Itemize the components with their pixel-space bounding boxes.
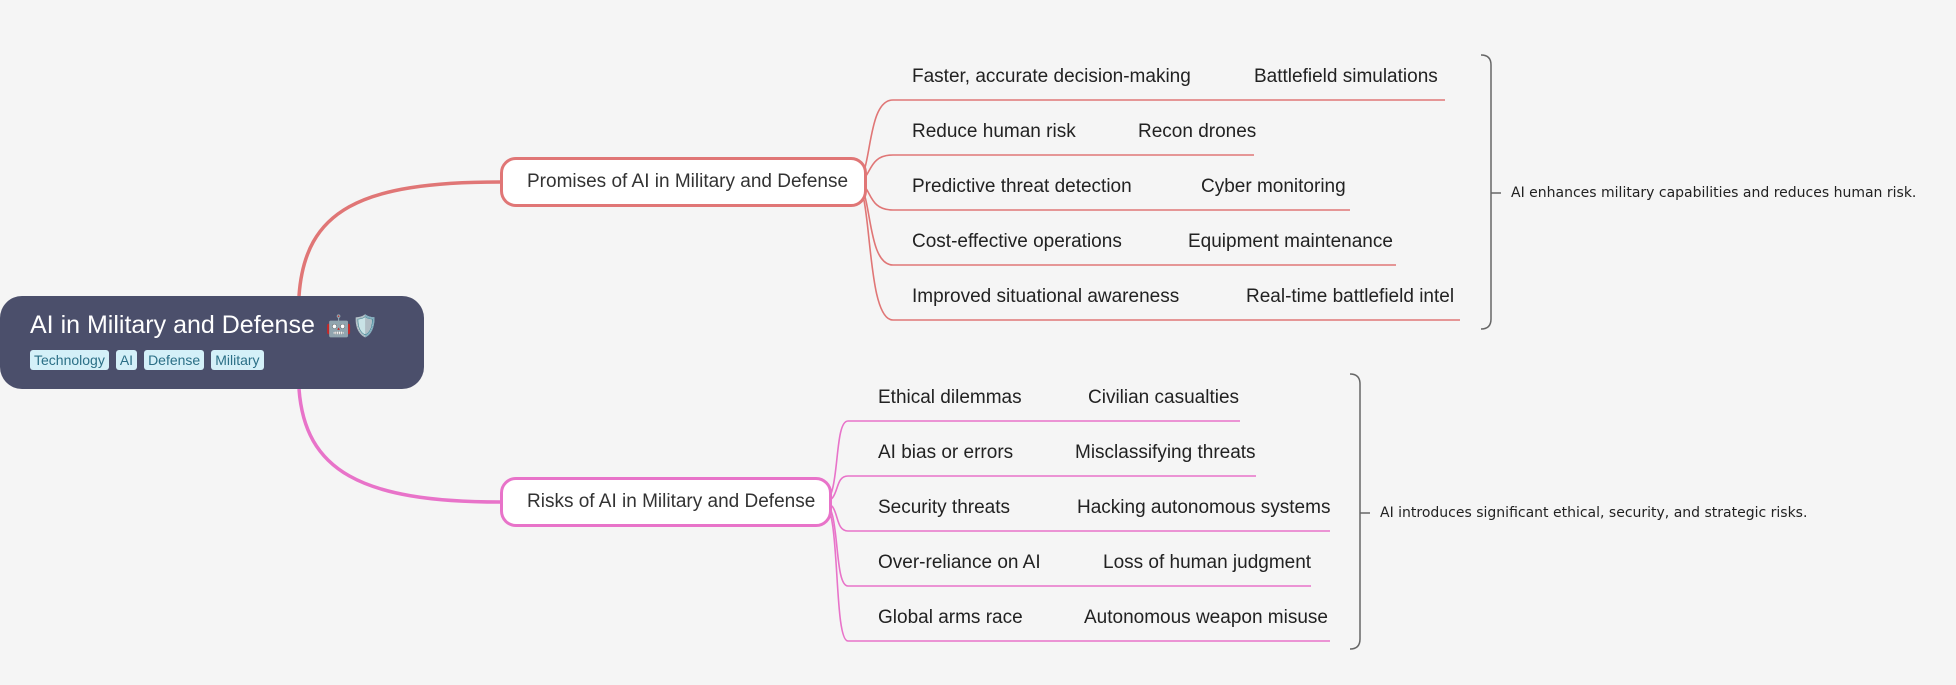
child-example[interactable]: Cyber monitoring — [1201, 176, 1346, 197]
child-example[interactable]: Real-time battlefield intel — [1246, 286, 1455, 307]
tag-ai[interactable]: AI — [115, 350, 138, 370]
root-topic[interactable]: AI in Military and Defense 🤖🛡️ Technolog… — [0, 296, 424, 389]
child-example[interactable]: Loss of human judgment — [1103, 552, 1312, 573]
child-example[interactable]: Equipment maintenance — [1188, 231, 1393, 252]
tag-military[interactable]: Military — [211, 350, 264, 370]
child-example[interactable]: Civilian casualties — [1088, 387, 1240, 408]
child-example[interactable]: Battlefield simulations — [1254, 66, 1438, 87]
root-title: AI in Military and Defense — [30, 311, 315, 339]
root-title-row: AI in Military and Defense 🤖🛡️ — [30, 308, 424, 344]
tag-list: Technology AI Defense Military — [30, 350, 424, 370]
child-topic[interactable]: Global arms race — [878, 607, 1023, 628]
child-topic[interactable]: Faster, accurate decision-making — [912, 66, 1191, 87]
child-example[interactable]: Recon drones — [1138, 121, 1257, 142]
child-topic[interactable]: Improved situational awareness — [912, 286, 1180, 307]
branch-promises[interactable]: Promises of AI in Military and Defense — [500, 157, 867, 207]
child-example[interactable]: Autonomous weapon misuse — [1084, 607, 1328, 628]
main-connector-promises — [297, 180, 501, 297]
branch-risks[interactable]: Risks of AI in Military and Defense — [500, 477, 832, 527]
child-topic[interactable]: AI bias or errors — [878, 442, 1014, 463]
child-topic[interactable]: Ethical dilemmas — [878, 387, 1022, 408]
child-topic[interactable]: Reduce human risk — [912, 121, 1076, 142]
summary-risks[interactable]: AI introduces significant ethical, secur… — [1380, 505, 1808, 521]
child-example[interactable]: Hacking autonomous systems — [1077, 497, 1331, 518]
child-topic[interactable]: Predictive threat detection — [912, 176, 1132, 197]
summary-brace — [1480, 54, 1501, 330]
child-example[interactable]: Misclassifying threats — [1075, 442, 1256, 463]
tag-technology[interactable]: Technology — [30, 350, 109, 370]
robot-shield-icon: 🤖🛡️ — [325, 315, 379, 338]
main-connector-risks — [297, 388, 501, 504]
summary-brace — [1349, 373, 1370, 650]
child-topic[interactable]: Over-reliance on AI — [878, 552, 1041, 573]
tag-defense[interactable]: Defense — [144, 350, 205, 370]
child-topic[interactable]: Cost-effective operations — [912, 231, 1122, 252]
summary-promises[interactable]: AI enhances military capabilities and re… — [1511, 185, 1917, 201]
child-topic[interactable]: Security threats — [878, 497, 1010, 518]
